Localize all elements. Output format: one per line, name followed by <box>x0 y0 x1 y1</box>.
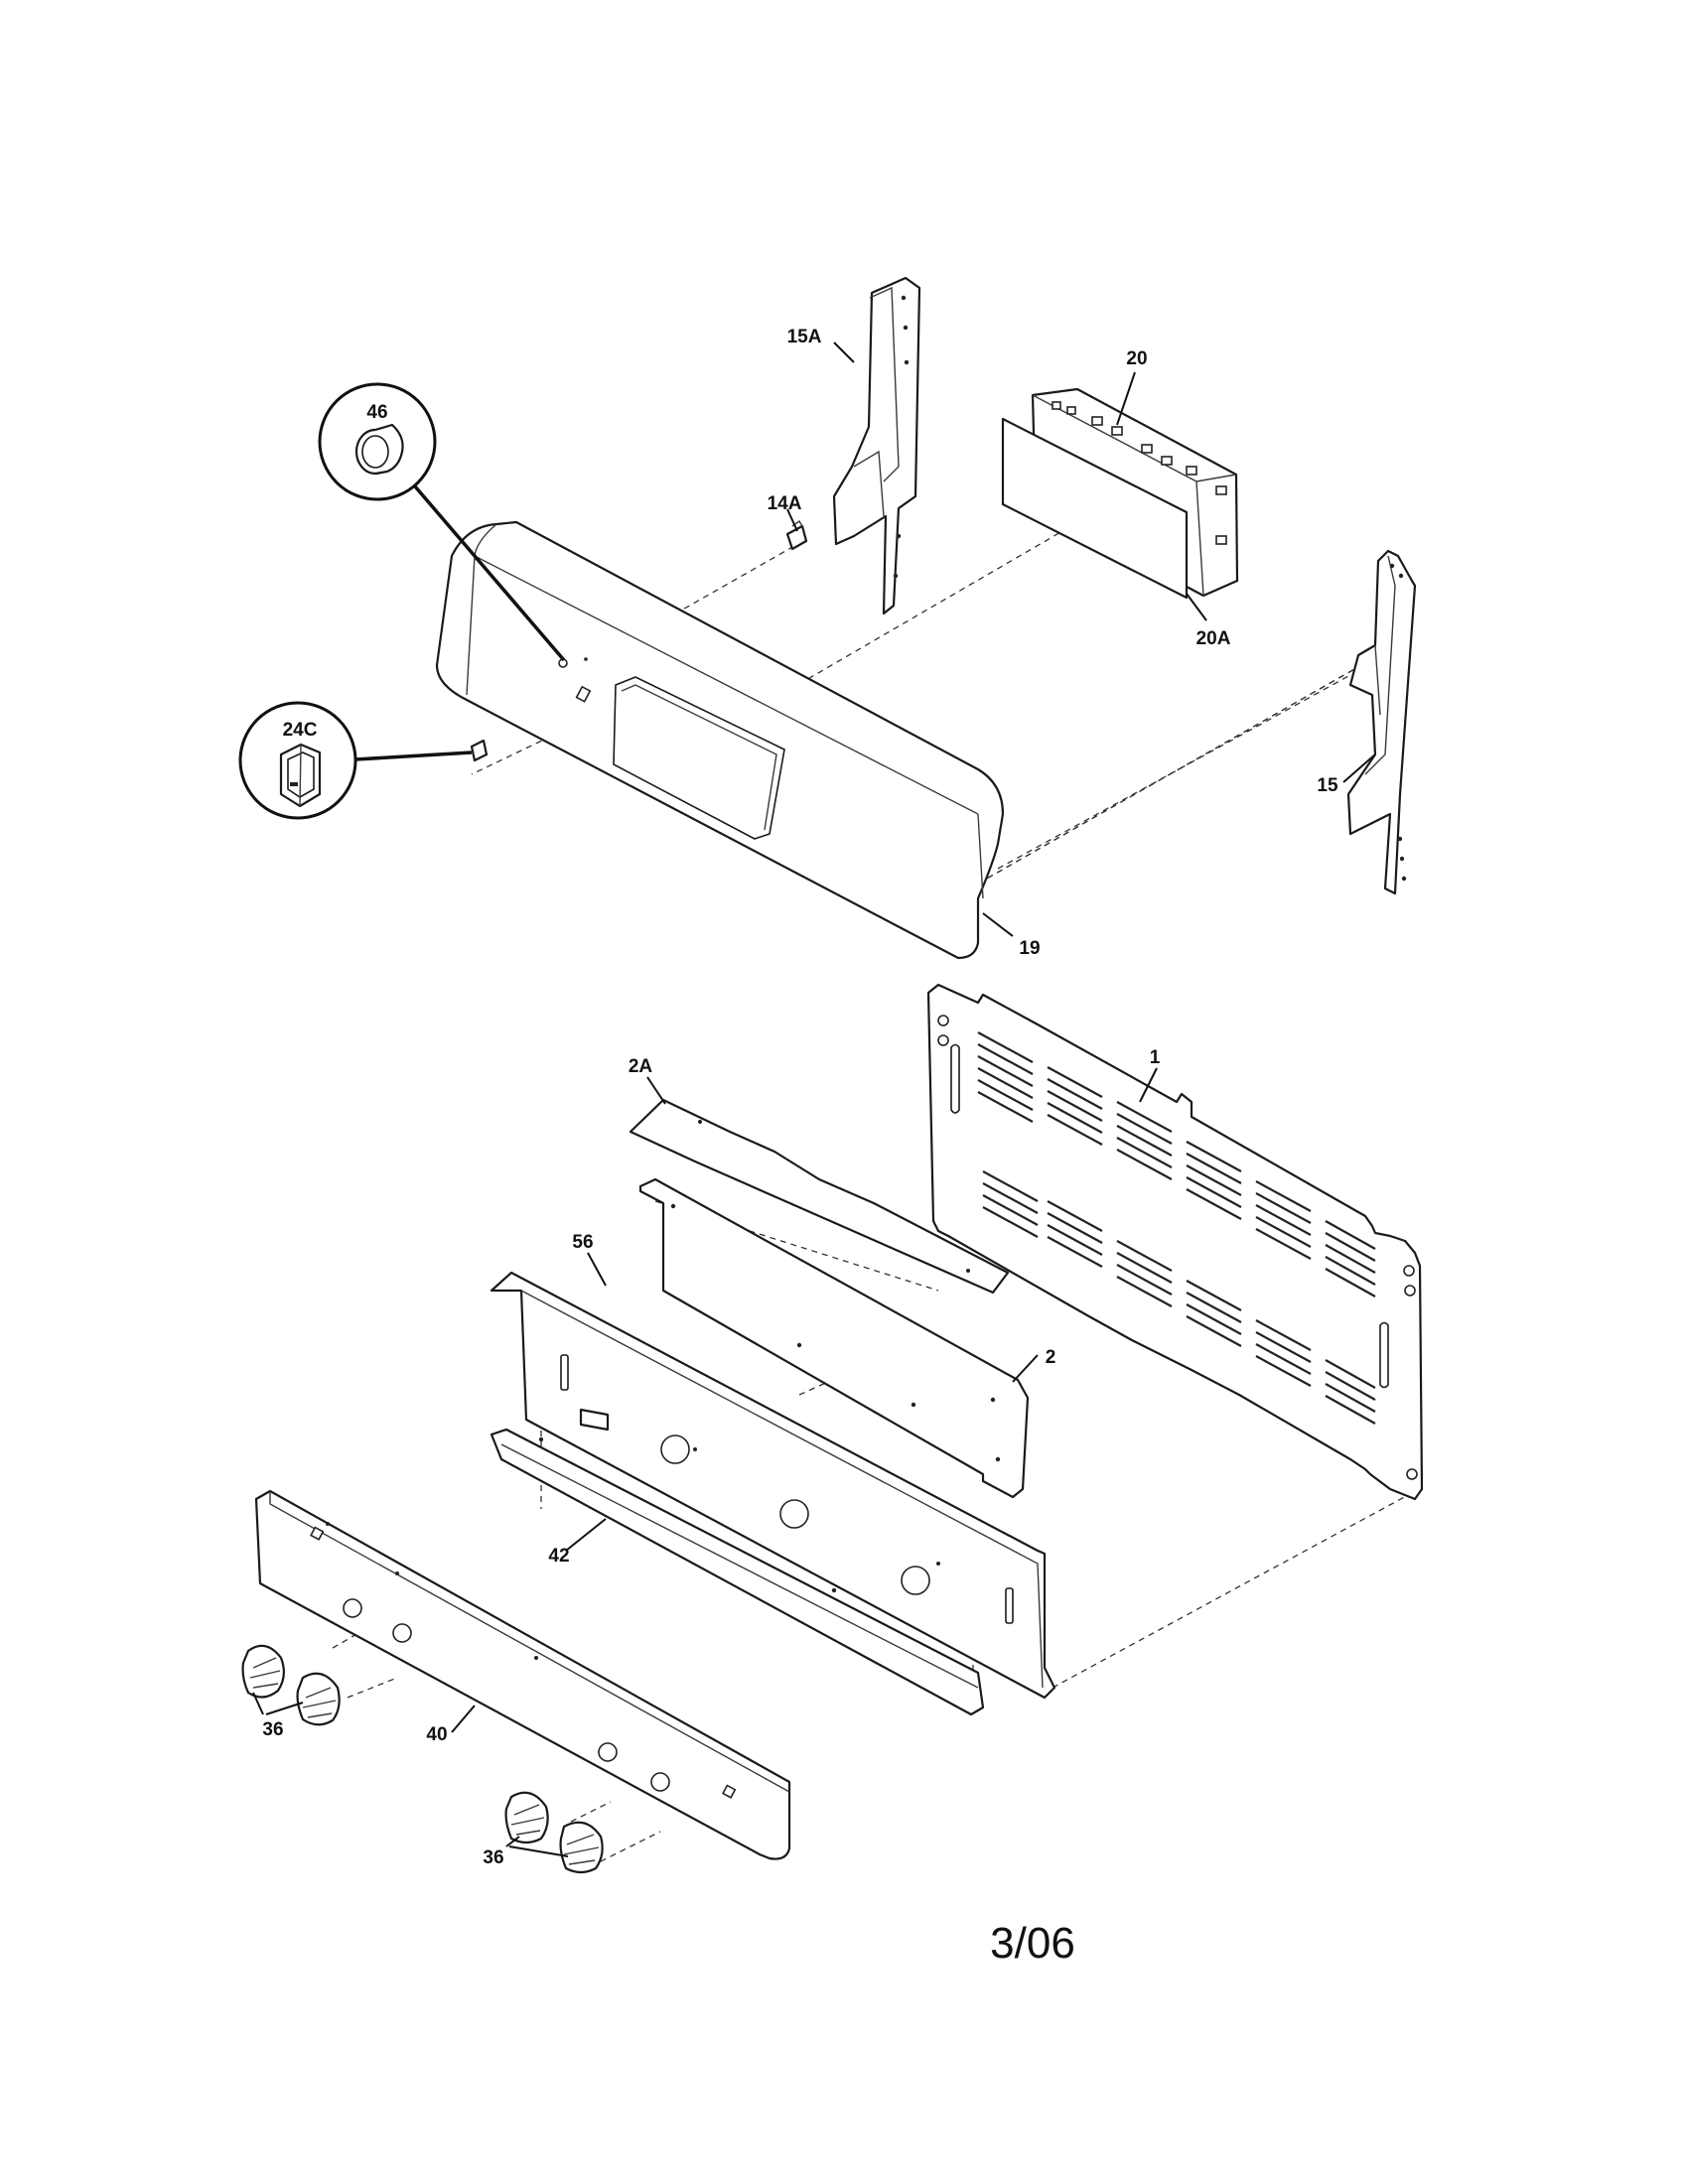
label-42: 42 <box>548 1546 569 1567</box>
label-24C: 24C <box>283 720 318 741</box>
board-connectors <box>1052 401 1227 545</box>
part-24C-callout <box>238 701 489 820</box>
label-19: 19 <box>1019 938 1040 959</box>
rocker-switch-icon <box>279 743 322 808</box>
label-36-right: 36 <box>483 1847 503 1868</box>
part-40-control-bezel <box>254 1489 791 1860</box>
part-19-backguard <box>435 520 1005 960</box>
knob-2 <box>296 1672 341 1726</box>
part-24C-switch <box>470 739 489 762</box>
part-2A-shield <box>629 1098 1010 1295</box>
part-15-right-bracket <box>1346 549 1417 895</box>
label-1: 1 <box>1150 1047 1161 1068</box>
part-labels: 46 15A 20 14A 20A 24C 15 19 1 2A 56 2 42… <box>262 327 1338 1868</box>
label-40: 40 <box>426 1724 447 1745</box>
label-20A: 20A <box>1196 628 1231 649</box>
revision-date: 3/06 <box>990 1919 1075 1968</box>
part-36-knobs <box>241 1644 604 1874</box>
label-15: 15 <box>1317 775 1338 796</box>
knob-4 <box>559 1821 604 1874</box>
part-42-trim-strip <box>490 1428 985 1716</box>
label-36-left: 36 <box>262 1719 283 1740</box>
label-15A: 15A <box>787 327 822 347</box>
label-56: 56 <box>572 1232 593 1253</box>
part-15A-left-bracket <box>832 276 921 615</box>
label-14A: 14A <box>768 493 802 514</box>
knob-3 <box>504 1791 549 1844</box>
clock-knob-icon <box>354 423 404 476</box>
part-2-inner-panel <box>638 1177 1030 1499</box>
part-14A-switch <box>785 519 808 551</box>
label-2: 2 <box>1046 1347 1056 1368</box>
label-2A: 2A <box>629 1056 653 1077</box>
leader-lines <box>252 341 1376 1857</box>
label-20: 20 <box>1126 348 1147 369</box>
knob-1 <box>241 1644 285 1699</box>
part-56-manifold-panel <box>490 1271 1056 1700</box>
part-46-callout <box>318 382 566 662</box>
label-46: 46 <box>366 402 387 423</box>
vent-slots <box>977 1031 1376 1425</box>
part-1-rear-panel <box>926 983 1424 1501</box>
part-20A-overlay <box>1001 417 1189 600</box>
